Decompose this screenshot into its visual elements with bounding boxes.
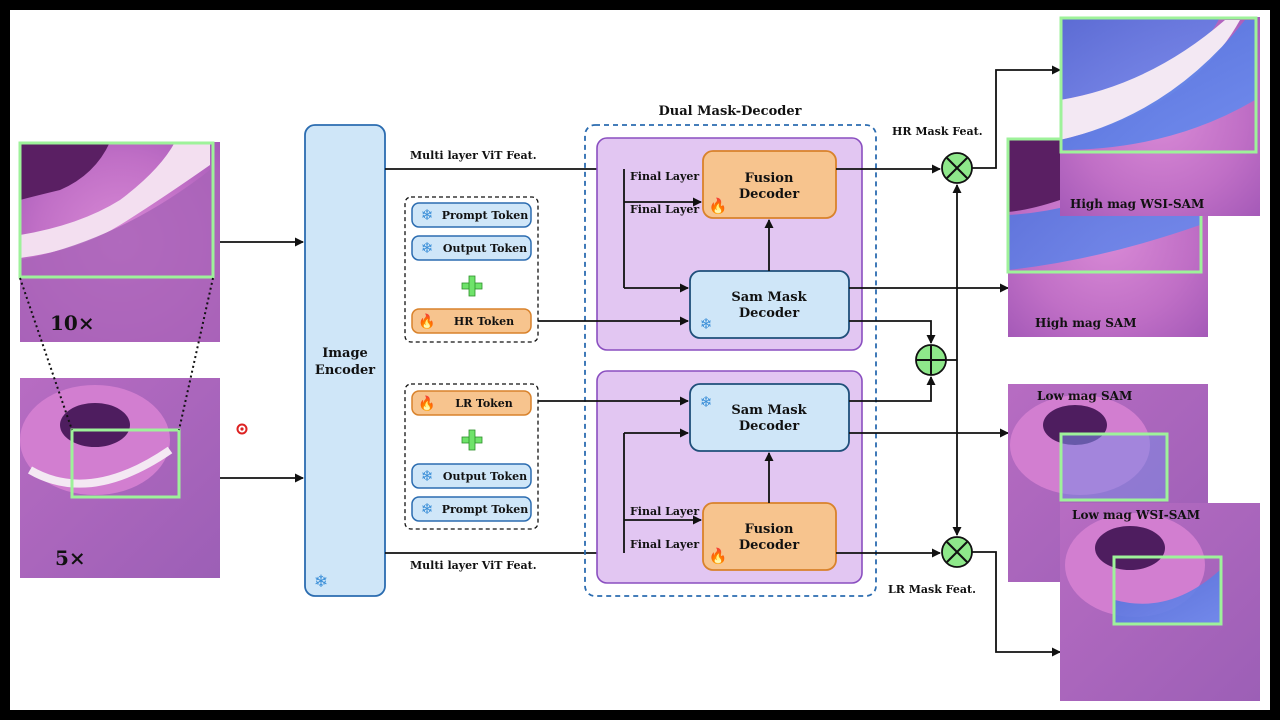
- prompt-token-bottom: ❄ Prompt Token: [411, 496, 532, 522]
- prompt-token-label: Prompt Token: [442, 209, 529, 222]
- snowflake-icon: ❄: [700, 315, 713, 333]
- dual-mask-decoder-frame: [584, 124, 877, 597]
- snowflake-icon: ❄: [421, 239, 434, 257]
- zoom-guide-line: [178, 277, 214, 431]
- fusion-decoder-label: Fusion: [745, 171, 794, 186]
- low-wsi-label: Low mag WSI-SAM: [1072, 508, 1200, 522]
- roi-frame: [1059, 16, 1258, 154]
- zoom-guide-line: [19, 277, 73, 431]
- sam-mask-decoder-top: Sam Mask Decoder ❄: [689, 270, 850, 339]
- high-wsi-output-arrow: [972, 65, 1061, 169]
- output-token-label: Output Token: [443, 242, 527, 255]
- add-operator: [915, 344, 947, 376]
- multiply-operator-top: [941, 152, 973, 184]
- vit-feat-label-bottom: Multi layer ViT Feat.: [410, 559, 537, 572]
- vit-feat-label-top: Multi layer ViT Feat.: [410, 149, 537, 162]
- image-encoder-block: [304, 124, 386, 597]
- lr-mask-feat-label: LR Mask Feat.: [888, 583, 976, 596]
- output-image-high-wsi: [1059, 16, 1260, 216]
- image-encoder-label-line1: Image: [322, 346, 368, 361]
- low-wsi-output-arrow: [972, 551, 1061, 657]
- snowflake-icon: ❄: [421, 206, 434, 224]
- final-layer-label: Final Layer: [630, 505, 699, 518]
- input-image-5x: [20, 378, 220, 578]
- sam-mask-decoder-bottom: Sam Mask Decoder ❄: [689, 383, 850, 452]
- snowflake-icon: ❄: [314, 572, 328, 592]
- output-token-label: Output Token: [443, 470, 527, 483]
- zoom-10x-label: 10×: [50, 311, 95, 335]
- token-group-bottom: [404, 383, 539, 530]
- image-encoder-label-line2: Encoder: [315, 363, 375, 378]
- flame-icon: 🔥: [418, 313, 435, 330]
- plus-icon: [461, 275, 483, 297]
- fusion-decoder-label: Fusion: [745, 522, 794, 537]
- roi-frame: [1112, 555, 1223, 626]
- fusion-decoder-bottom: Fusion Decoder 🔥: [702, 502, 837, 571]
- multiply-operator-bottom: [941, 536, 973, 568]
- flame-icon: 🔥: [418, 395, 435, 412]
- high-sam-label: High mag SAM: [1035, 316, 1137, 330]
- output-token-top: ❄ Output Token: [411, 235, 532, 261]
- sam-decoder-label: Decoder: [739, 419, 799, 434]
- zoom-5x-label: 5×: [55, 546, 86, 570]
- roi-frame: [18, 141, 215, 279]
- input-image-10x: [18, 141, 220, 342]
- sam-decoder-label: Sam Mask: [731, 290, 807, 305]
- hr-mask-feat-label: HR Mask Feat.: [892, 125, 983, 138]
- prompt-token-label: Prompt Token: [442, 503, 529, 516]
- fusion-decoder-label: Decoder: [739, 187, 799, 202]
- lr-token-label: LR Token: [455, 397, 513, 410]
- final-layer-label: Final Layer: [630, 538, 699, 551]
- prompt-token-top: ❄ Prompt Token: [411, 202, 532, 228]
- final-layer-label: Final Layer: [630, 170, 699, 183]
- low-sam-label: Low mag SAM: [1037, 389, 1132, 403]
- sam-decoder-label: Sam Mask: [731, 403, 807, 418]
- flame-icon: 🔥: [709, 197, 728, 215]
- hr-token: 🔥 HR Token: [411, 308, 532, 334]
- fusion-decoder-label: Decoder: [739, 538, 799, 553]
- roi-frame: [70, 428, 181, 499]
- plus-icon: [461, 429, 483, 451]
- lr-token: 🔥 LR Token: [411, 390, 532, 416]
- high-wsi-label: High mag WSI-SAM: [1070, 197, 1204, 211]
- token-group-top: [404, 196, 539, 343]
- sam-bottom-to-add-arrow: [849, 376, 936, 402]
- sam-decoder-label: Decoder: [739, 306, 799, 321]
- roi-frame: [1059, 432, 1169, 502]
- hr-token-label: HR Token: [454, 315, 514, 328]
- snowflake-icon: ❄: [421, 500, 434, 518]
- output-image-low-wsi: [1060, 503, 1260, 701]
- snowflake-icon: ❄: [421, 467, 434, 485]
- dual-mask-decoder-title: Dual Mask-Decoder: [659, 104, 802, 119]
- final-layer-label: Final Layer: [630, 203, 699, 216]
- sam-top-to-add-arrow: [849, 320, 936, 344]
- output-token-bottom: ❄ Output Token: [411, 463, 532, 489]
- snowflake-icon: ❄: [700, 393, 713, 411]
- flame-icon: 🔥: [709, 547, 728, 565]
- fusion-decoder-top: Fusion Decoder 🔥: [702, 150, 837, 219]
